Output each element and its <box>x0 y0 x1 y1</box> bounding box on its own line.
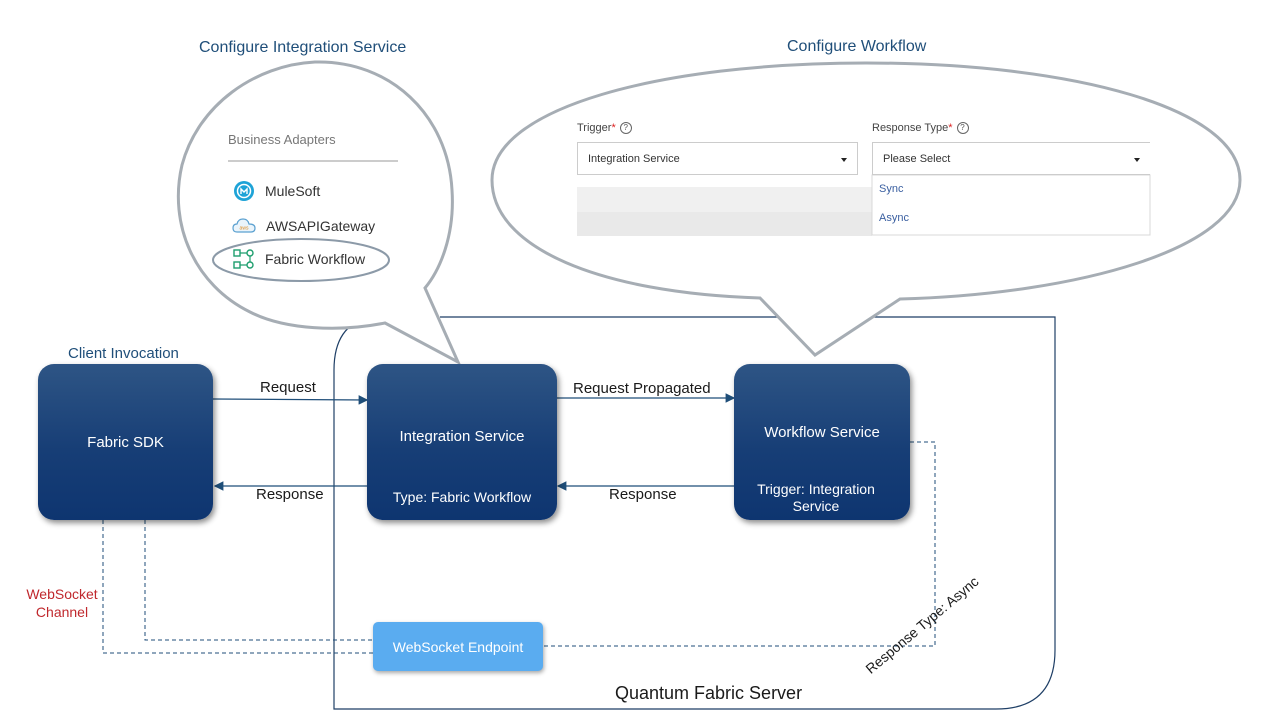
request-label: Request <box>260 379 316 396</box>
fabric-sdk-label: Fabric SDK <box>87 434 164 451</box>
response-label-left: Response <box>256 486 324 503</box>
adapter-awsapigateway[interactable]: aws AWSAPIGateway <box>232 215 375 237</box>
response-type-select[interactable]: Please Select <box>872 142 1150 175</box>
configure-workflow-heading: Configure Workflow <box>787 38 927 55</box>
option-async[interactable]: Async <box>879 212 909 224</box>
integration-type-label: Type: Fabric Workflow <box>392 489 532 505</box>
configure-integration-heading: Configure Integration Service <box>199 39 407 56</box>
trigger-label: Trigger*? <box>577 122 632 134</box>
chevron-down-icon <box>841 158 847 162</box>
dropdown-panel <box>871 174 1151 236</box>
async-response-line <box>543 441 936 647</box>
client-invocation-heading: Client Invocation <box>68 345 179 362</box>
aws-icon: aws <box>232 218 256 233</box>
integration-service-label: Integration Service <box>399 428 525 445</box>
chevron-down-icon <box>1134 158 1140 162</box>
fabric-workflow-highlight <box>212 238 390 282</box>
response-type-label: Response Type*? <box>872 122 969 134</box>
adapter-label: Fabric Workflow <box>265 251 366 267</box>
workflow-icon <box>233 249 254 269</box>
adapter-label: AWSAPIGateway <box>266 218 376 234</box>
adapter-mulesoft[interactable]: MuleSoft <box>233 180 320 202</box>
option-sync[interactable]: Sync <box>879 183 904 195</box>
server-outline <box>333 316 1056 710</box>
websocket-channel-line-inner <box>144 520 373 641</box>
mulesoft-icon <box>234 181 254 201</box>
trigger-select-value: Integration Service <box>588 152 680 165</box>
websocket-endpoint-box: WebSocket Endpoint <box>373 622 543 671</box>
integration-bubble <box>176 60 462 366</box>
help-icon[interactable]: ? <box>619 122 632 134</box>
adapter-label: MuleSoft <box>265 183 321 199</box>
adapters-title: Business Adapters <box>228 132 336 147</box>
server-heading: Quantum Fabric Server <box>615 683 803 703</box>
websocket-endpoint-label: WebSocket Endpoint <box>392 638 524 655</box>
workflow-service-label: Workflow Service <box>764 424 880 441</box>
form-gray-bar-2 <box>577 212 872 236</box>
response-label-right: Response <box>609 486 677 503</box>
fabric-sdk-box: Fabric SDK <box>38 364 213 520</box>
svg-text:aws: aws <box>240 226 249 232</box>
trigger-select[interactable]: Integration Service <box>577 142 858 175</box>
workflow-service-box: Workflow Service Trigger: Integration Se… <box>734 364 910 520</box>
workflow-trigger-label: Trigger: Integration Service <box>757 481 875 514</box>
request-arrow <box>212 395 369 405</box>
adapter-fabric-workflow[interactable]: Fabric Workflow <box>233 248 365 270</box>
response-type-select-value: Please Select <box>883 152 951 165</box>
integration-service-box: Integration Service Type: Fabric Workflo… <box>367 364 557 520</box>
help-icon[interactable]: ? <box>956 122 969 134</box>
form-gray-bar <box>577 187 872 212</box>
websocket-channel-label: WebSocket Channel <box>26 586 98 620</box>
websocket-channel-line-outer <box>102 520 373 654</box>
request-propagated-label: Request Propagated <box>573 380 711 397</box>
